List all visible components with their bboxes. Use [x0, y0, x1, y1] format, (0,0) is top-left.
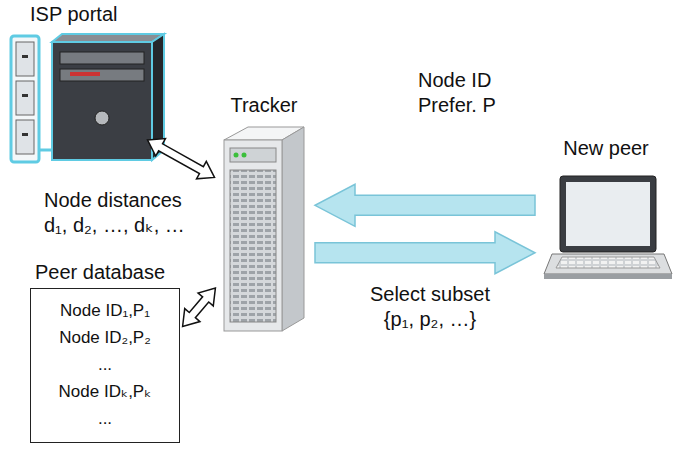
edge-label: Node distances d₁, d₂, …, dₖ, … — [44, 188, 204, 238]
client-node: New peer — [540, 136, 672, 284]
rack-slot — [22, 94, 28, 97]
tower-front — [52, 42, 152, 160]
database-entry: ... — [37, 351, 173, 378]
node-label: ISP portal — [8, 2, 168, 26]
database-box: Node ID₁,P₁Node ID₂,P₂...Node IDₖ,Pₖ... — [30, 288, 180, 443]
status-led — [234, 153, 239, 158]
rack-panel — [11, 36, 39, 162]
laptop-base — [544, 254, 672, 274]
drive-led — [70, 72, 100, 76]
laptop-lid — [560, 176, 656, 252]
glow-link — [39, 149, 52, 152]
tracker-server-icon — [224, 127, 304, 331]
server-node: Tracker — [218, 93, 310, 333]
server-node: ISP portal — [8, 2, 168, 162]
rack-slot — [22, 133, 28, 136]
laptop-icon — [544, 176, 672, 279]
laptop-edge — [544, 274, 672, 279]
double-arrow — [147, 139, 214, 179]
edge-label: Node ID Prefer. P — [418, 68, 518, 118]
isp-server-icon — [11, 34, 164, 162]
rack-unit — [16, 120, 34, 154]
database-entry: Node ID₂,P₂ — [37, 324, 173, 351]
tower-top — [52, 34, 164, 42]
double-arrow — [183, 288, 216, 326]
rack-slot — [22, 55, 28, 58]
node-label: Peer database — [30, 260, 180, 284]
database-entry: Node IDₖ,Pₖ — [37, 378, 173, 405]
front-grille — [230, 170, 276, 322]
drive-bay — [60, 69, 144, 81]
edge-label: Select subset {p₁, p₂, …} — [355, 282, 505, 332]
database-node: Peer databaseNode ID₁,P₁Node ID₂,P₂...No… — [30, 260, 180, 443]
drive-bay — [230, 148, 276, 162]
tower-side — [282, 127, 304, 331]
message-arrow — [315, 232, 535, 274]
rack-unit — [16, 81, 34, 115]
power-button — [95, 111, 109, 125]
laptop-screen — [566, 182, 650, 246]
node-label: New peer — [540, 136, 672, 160]
keyboard — [556, 257, 660, 268]
message-arrow — [315, 184, 535, 226]
tower-front — [224, 140, 282, 331]
drive-bay — [60, 52, 144, 64]
database-entry: Node ID₁,P₁ — [37, 297, 173, 324]
database-entry: ... — [37, 405, 173, 432]
status-led — [242, 153, 247, 158]
rack-unit — [16, 42, 34, 76]
node-label: Tracker — [218, 93, 310, 117]
